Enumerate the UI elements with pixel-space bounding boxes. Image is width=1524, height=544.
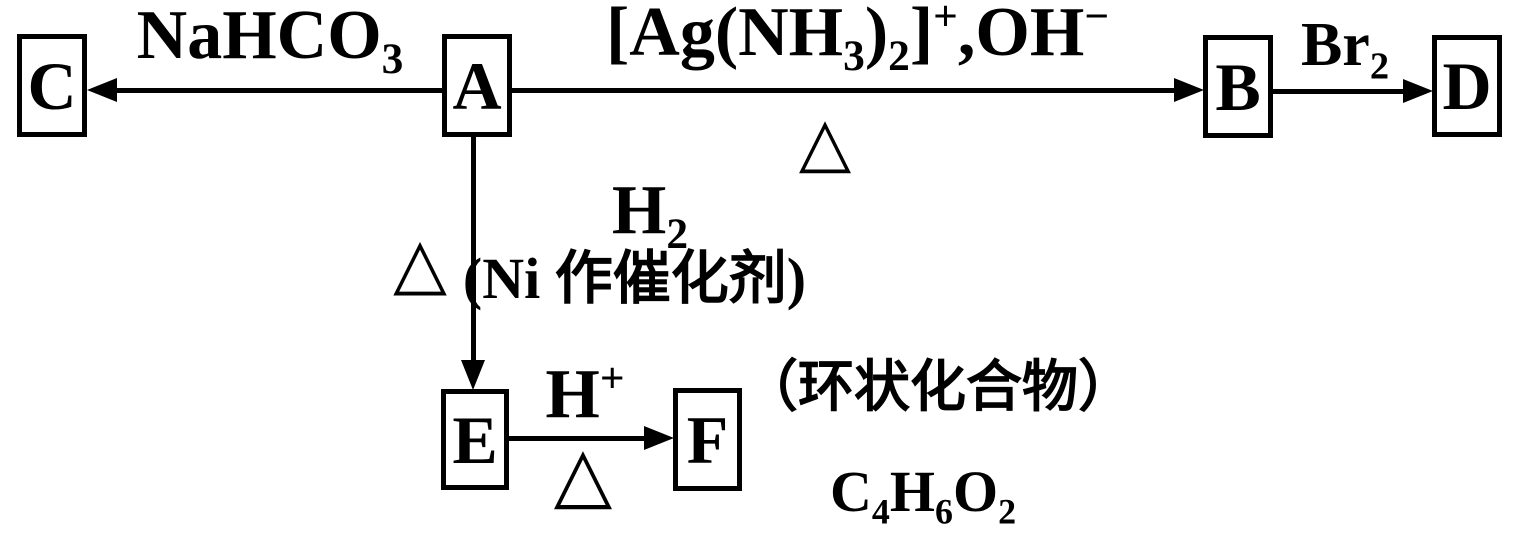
reagent-subscript: 2 bbox=[888, 32, 910, 80]
reagent-subscript: 2 bbox=[1369, 45, 1390, 88]
formula-text: H bbox=[889, 459, 935, 524]
heat-delta-icon-vertical-arrow: △ bbox=[393, 222, 447, 304]
heat-delta-icon-ef-arrow: △ bbox=[553, 429, 613, 518]
arrow-b-to-d-head-icon bbox=[1403, 79, 1433, 103]
node-label-b: B bbox=[1215, 48, 1261, 125]
formula-text: O bbox=[952, 459, 999, 524]
arrow-e-to-f-line bbox=[509, 436, 645, 441]
reagent-subscript: 3 bbox=[381, 35, 404, 83]
cyclic-compound-note-label: （环状化合物） bbox=[742, 357, 1134, 419]
arrow-a-to-e-line bbox=[471, 137, 476, 362]
reagent-label-br2: Br2 bbox=[1290, 11, 1400, 86]
reagent-subscript: 3 bbox=[843, 32, 865, 80]
formula-subscript: 2 bbox=[998, 491, 1017, 532]
node-box-b: B bbox=[1203, 35, 1273, 138]
node-label-f: F bbox=[686, 401, 729, 478]
node-box-f: F bbox=[673, 388, 742, 491]
reagent-superscript: + bbox=[933, 0, 958, 41]
arrow-a-to-c-line bbox=[110, 88, 442, 93]
reagent-text: Br bbox=[1300, 11, 1370, 79]
arrow-b-to-d-line bbox=[1273, 89, 1404, 94]
reagent-text: H bbox=[545, 356, 600, 433]
reagent-text: ) bbox=[864, 0, 889, 71]
node-label-c: C bbox=[27, 47, 77, 124]
node-label-e: E bbox=[452, 401, 498, 478]
reagent-label-h-plus: H+ bbox=[530, 357, 640, 430]
heat-delta-icon-main-arrow: △ bbox=[798, 103, 852, 182]
node-box-e: E bbox=[441, 389, 509, 490]
node-label-a: A bbox=[452, 47, 502, 124]
reagent-text: NaHCO bbox=[136, 0, 382, 74]
formula-text: C bbox=[830, 459, 872, 524]
node-box-c: C bbox=[17, 34, 87, 137]
arrow-a-to-b-head-icon bbox=[1174, 78, 1204, 102]
formula-subscript: 6 bbox=[935, 491, 953, 532]
arrow-a-to-e-head-icon bbox=[461, 360, 485, 390]
reagent-subscript: 2 bbox=[666, 210, 689, 258]
reagent-label-h2: H2 bbox=[605, 176, 695, 256]
reagent-text: ] bbox=[909, 0, 934, 71]
node-label-d: D bbox=[1442, 48, 1492, 124]
reagent-superscript: − bbox=[1084, 0, 1110, 41]
node-box-d: D bbox=[1432, 35, 1502, 137]
reagent-superscript: + bbox=[599, 354, 625, 403]
node-box-a: A bbox=[442, 34, 512, 137]
reagent-label-silver-ammine: [Ag(NH3)2]+,OH− bbox=[605, 0, 1110, 78]
arrow-a-to-b-line bbox=[512, 88, 1175, 93]
arrow-a-to-c-head-icon bbox=[87, 78, 117, 102]
formula-subscript: 4 bbox=[871, 491, 890, 532]
reagent-text: ,OH bbox=[957, 0, 1085, 71]
molecular-formula-label: C4H6O2 bbox=[830, 463, 1016, 530]
reagent-text: H bbox=[611, 172, 667, 249]
reagent-label-nahco3: NaHCO3 bbox=[135, 0, 405, 81]
catalyst-note-label: (Ni 作催化剂) bbox=[462, 246, 807, 311]
reagent-text: [Ag(NH bbox=[605, 0, 844, 71]
arrow-e-to-f-head-icon bbox=[644, 426, 674, 450]
